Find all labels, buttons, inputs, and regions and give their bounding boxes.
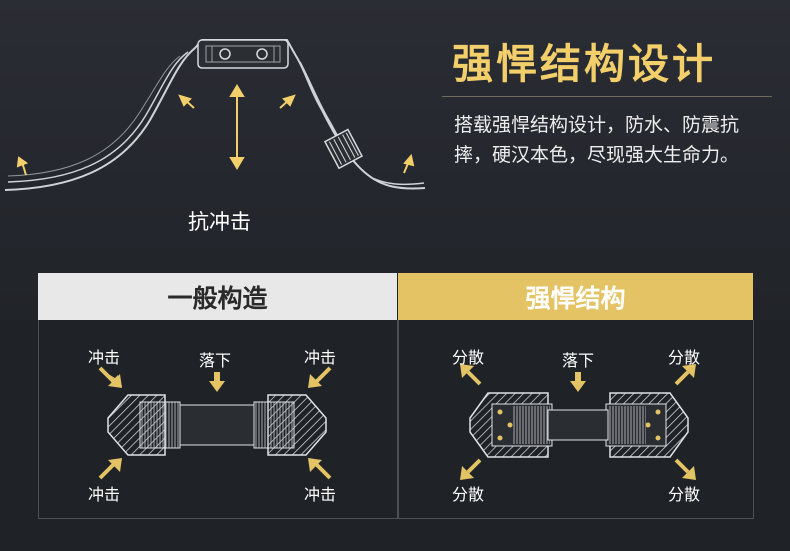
general-cross-section bbox=[107, 394, 327, 456]
right-label-top-left: 分散 bbox=[452, 348, 485, 367]
right-label-bottom-right: 分散 bbox=[668, 485, 701, 504]
strong-structure-panel bbox=[398, 320, 754, 519]
strong-cross-section bbox=[469, 392, 689, 458]
left-label-top-left: 冲击 bbox=[88, 348, 121, 367]
right-label-top-center: 落下 bbox=[562, 351, 595, 370]
left-label-top-center: 落下 bbox=[199, 351, 232, 370]
section-title: 强悍结构设计 bbox=[452, 40, 716, 88]
description-text: 搭载强悍结构设计，防水、防震抗摔，硬汉本色，尽现强大生命力。 bbox=[454, 114, 740, 166]
top-background bbox=[0, 0, 790, 320]
left-label-top-right: 冲击 bbox=[304, 348, 337, 367]
tab-general-structure: 一般构造 bbox=[38, 273, 397, 320]
right-label-top-right: 分散 bbox=[668, 348, 701, 367]
impact-caption: 抗冲击 bbox=[188, 210, 251, 234]
impact-arrows bbox=[98, 366, 332, 480]
left-label-bottom-left: 冲击 bbox=[88, 485, 121, 504]
left-label-bottom-right: 冲击 bbox=[304, 485, 337, 504]
general-structure-panel bbox=[38, 320, 398, 519]
tab-strong-structure: 强悍结构 bbox=[398, 273, 753, 320]
right-label-bottom-left: 分散 bbox=[452, 485, 485, 504]
title-divider bbox=[442, 96, 772, 97]
disperse-arrows bbox=[460, 364, 696, 480]
